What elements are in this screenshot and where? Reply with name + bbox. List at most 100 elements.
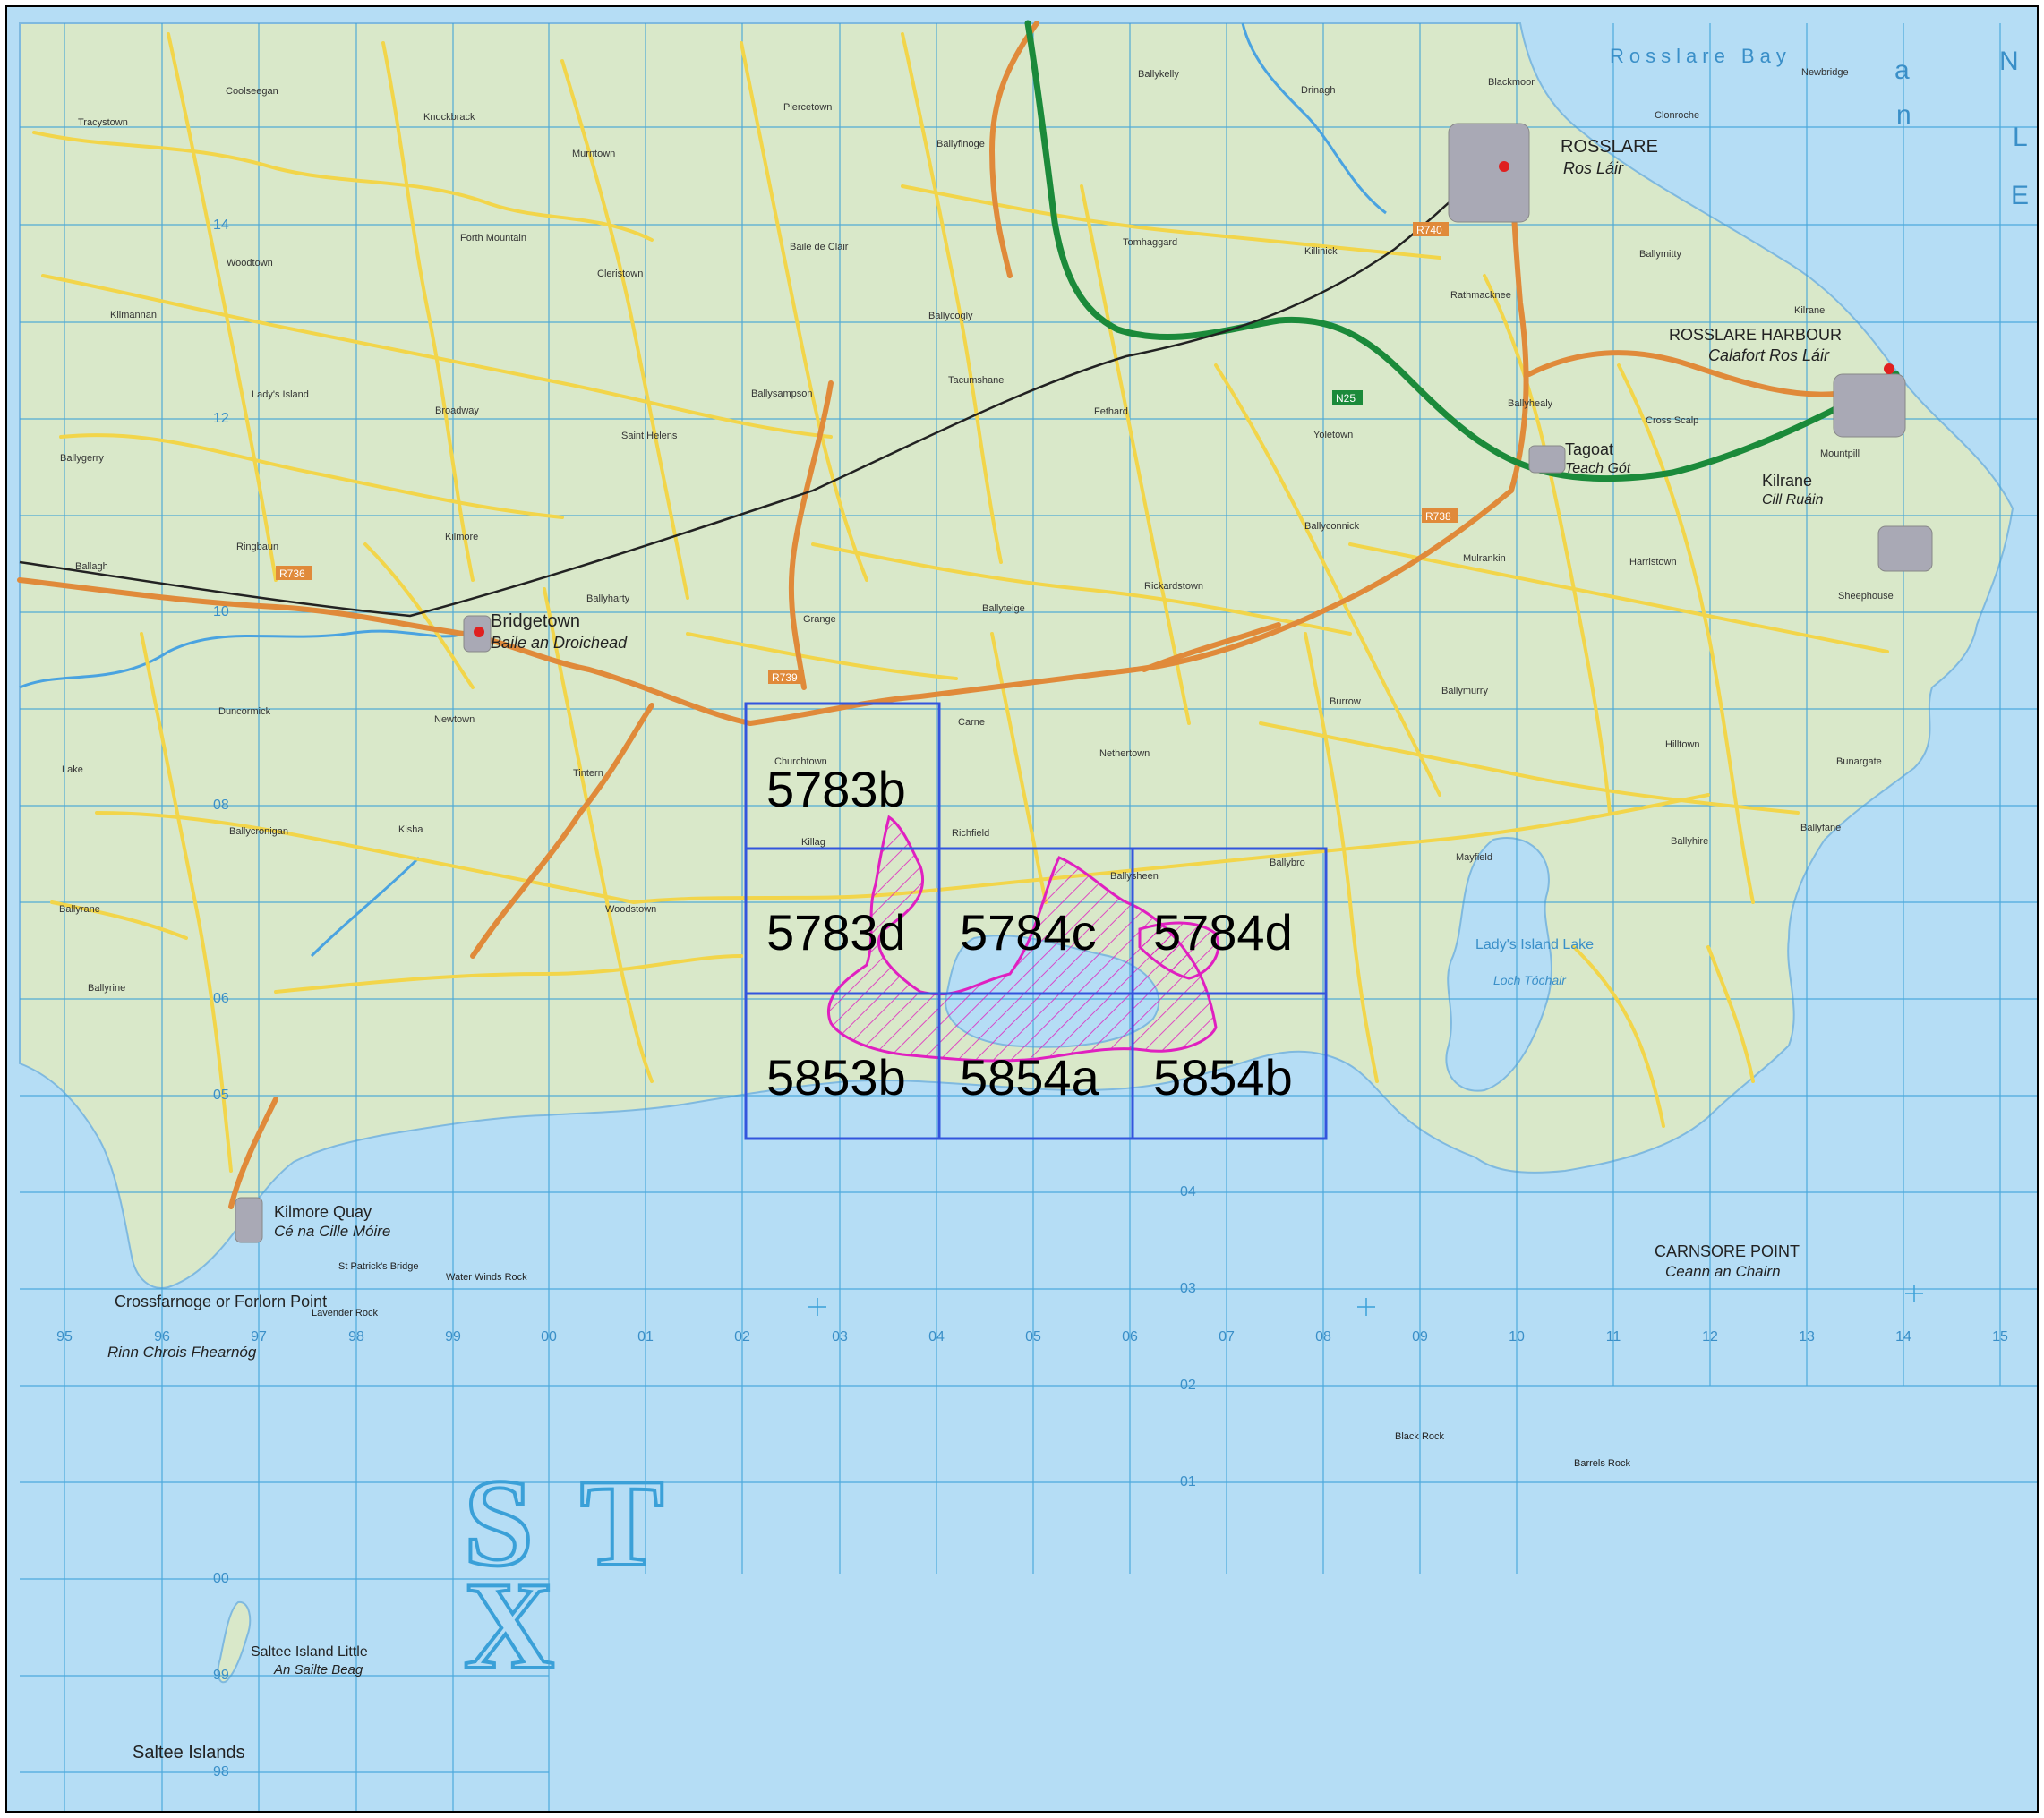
saltee-island (217, 1600, 252, 1684)
map-canvas[interactable]: 5783b 5783d 5784c 5784d 5853b 5854a 5854… (7, 7, 2037, 1811)
channel-letter-5: L (2013, 123, 2028, 152)
small-place-name: Ballykelly (1138, 69, 1179, 80)
small-place-name: Fethard (1094, 406, 1128, 417)
small-place-name: Ballybro (1270, 858, 1305, 868)
easting-11: 11 (1606, 1329, 1621, 1344)
tile-label-5854b: 5854b (1153, 1049, 1293, 1105)
small-place-name: Kilmore (445, 532, 478, 542)
tile-label-5853b: 5853b (766, 1049, 906, 1105)
grid-lines (20, 23, 2037, 1811)
rock-lavender: Lavender Rock (312, 1308, 378, 1319)
channel-letter-3: N (1999, 47, 2019, 76)
easting-99: 99 (445, 1329, 461, 1344)
small-place-name: Kilmannan (110, 310, 157, 320)
place-kilrane-irish: Cill Ruáin (1762, 492, 1824, 508)
small-place-name: Nethertown (1099, 748, 1150, 759)
small-place-name: Duncormick (218, 706, 271, 717)
tile-label-5783b: 5783b (766, 761, 906, 817)
small-place-name: Ballycogly (928, 311, 973, 321)
reserve-area-east (1138, 921, 1220, 980)
easting-07: 07 (1219, 1329, 1235, 1344)
easting-01: 01 (637, 1329, 654, 1344)
place-bridgetown: Bridgetown (491, 611, 580, 631)
small-place-name: Ballysampson (751, 388, 812, 399)
place-carnsore-point-irish: Ceann an Chairn (1665, 1263, 1781, 1280)
small-place-name: Ballymurry (1441, 686, 1488, 696)
place-tagoat-irish: Teach Gót (1565, 461, 1631, 476)
place-kilmore-quay: Kilmore Quay (274, 1203, 372, 1221)
small-place-name: Ballymitty (1639, 249, 1682, 260)
small-place-name: Ballyconnick (1304, 521, 1360, 532)
small-place-name: Newtown (434, 714, 475, 725)
place-carnsore-point: CARNSORE POINT (1655, 1242, 1800, 1260)
road-label-r740: R740 (1416, 224, 1442, 236)
easting-10: 10 (1509, 1329, 1525, 1344)
rock-water-winds: Water Winds Rock (446, 1272, 527, 1283)
rock-black-rock: Black Rock (1395, 1431, 1445, 1442)
small-place-name: Harristown (1629, 557, 1677, 568)
easting-05: 05 (1025, 1329, 1041, 1344)
road-label-n25: N25 (1336, 392, 1356, 405)
small-place-name: Cross Scalp (1646, 415, 1698, 426)
small-place-name: Coolseegan (226, 86, 278, 97)
small-place-name: Kisha (398, 824, 423, 835)
northing-06: 06 (213, 991, 229, 1006)
small-place-name: Hilltown (1665, 739, 1700, 750)
northing-10: 10 (213, 604, 229, 619)
town-markers (474, 161, 1894, 637)
small-place-name: Ballyfinoge (936, 139, 985, 149)
place-tagoat: Tagoat (1565, 440, 1613, 458)
place-rosslare-harbour: ROSSLARE HARBOUR (1669, 326, 1842, 344)
built-up-areas (235, 123, 1933, 1243)
small-place-name: Killinick (1304, 246, 1338, 257)
small-place-name: Ballyfane (1800, 823, 1841, 833)
tile-grid (744, 702, 1328, 1140)
easting-00: 00 (541, 1329, 557, 1344)
channel-letter-2: n (1896, 100, 1911, 130)
small-place-name: Kilrane (1794, 305, 1825, 316)
small-place-name: Cleristown (597, 269, 643, 279)
small-place-name: Rathmacknee (1450, 290, 1511, 301)
northing-12: 12 (213, 411, 229, 426)
small-place-name: Ballyhealy (1508, 398, 1553, 409)
small-place-name: Sheephouse (1838, 591, 1894, 602)
small-place-name: Knockbrack (423, 112, 475, 123)
grid-letter-x: X (464, 1557, 554, 1695)
northing-08: 08 (213, 798, 229, 813)
small-place-name: Ballycronigan (229, 826, 288, 837)
small-place-name: Ballyhire (1671, 836, 1708, 847)
place-forlorn-point: Crossfarnoge or Forlorn Point (115, 1293, 327, 1310)
small-place-name: Clonroche (1655, 110, 1699, 121)
northing-02: 02 (1180, 1378, 1196, 1393)
easting-14: 14 (1895, 1329, 1911, 1344)
sea-label-rosslare-bay: Rosslare Bay (1610, 45, 1792, 67)
small-place-name: Ballyrine (88, 983, 125, 994)
tile-label-5783d: 5783d (766, 904, 906, 960)
rock-barrels-rock: Barrels Rock (1574, 1458, 1630, 1469)
small-place-name: Newbridge (1801, 67, 1849, 78)
national-road (1024, 20, 1900, 482)
road-label-r736: R736 (279, 568, 305, 580)
crosshair-markers (808, 1285, 1923, 1316)
easting-95: 95 (56, 1329, 73, 1344)
small-place-name: Yoletown (1313, 430, 1353, 440)
northing-99: 99 (213, 1668, 229, 1683)
northing-03: 03 (1180, 1281, 1196, 1296)
small-place-name: Ballysheen (1110, 871, 1159, 882)
northing-00: 00 (213, 1571, 229, 1586)
small-place-name: Woodtown (227, 258, 273, 269)
small-place-name: Tintern (573, 768, 603, 779)
northing-14: 14 (213, 218, 229, 233)
small-place-name: Tracystown (78, 117, 128, 128)
small-place-name: Forth Mountain (460, 233, 526, 243)
map-frame[interactable]: 5783b 5783d 5784c 5784d 5853b 5854a 5854… (5, 5, 2039, 1813)
place-saltee-little-irish: An Sailte Beag (273, 1662, 363, 1677)
small-place-name: Churchtown (774, 756, 827, 767)
small-place-name: Killag (801, 837, 825, 848)
easting-12: 12 (1702, 1329, 1718, 1344)
small-place-name: Ballygerry (60, 453, 104, 464)
small-place-name: Piercetown (783, 102, 832, 113)
rock-st-patricks: St Patrick's Bridge (338, 1261, 419, 1272)
place-rosslare-irish: Ros Láir (1563, 159, 1624, 177)
easting-03: 03 (832, 1329, 848, 1344)
